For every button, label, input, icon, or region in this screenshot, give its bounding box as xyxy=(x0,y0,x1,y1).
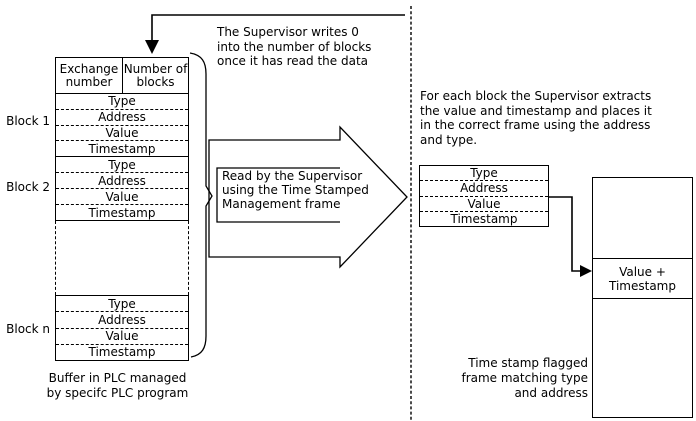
extract-table: Type Address Value Timestamp xyxy=(419,165,549,227)
arrow-label-line: using the Time Stamped xyxy=(222,183,369,197)
note-line: and address xyxy=(514,386,588,400)
buffer-row: Timestamp xyxy=(56,140,188,156)
frame-box-line: Timestamp xyxy=(609,278,676,293)
timestamp-flagged-note: Time stamp flagged frame matching type a… xyxy=(425,356,588,401)
down-arrowhead-icon xyxy=(145,40,159,54)
frame-box-middle-cell: Value + Timestamp xyxy=(593,258,692,299)
buffer-row: Type xyxy=(108,296,136,311)
note-line: in the correct frame using the address xyxy=(420,118,651,132)
extract-row: Type xyxy=(470,166,498,181)
buffer-row: Address xyxy=(56,108,188,125)
number-of-blocks-cell: Number of blocks xyxy=(123,61,188,89)
note-line: The Supervisor writes 0 xyxy=(217,25,359,39)
top-return-arrow-line xyxy=(151,14,405,40)
exchange-number-cell: Exchange number xyxy=(56,58,123,93)
buffer-table: Exchange number Number of blocks Type Ad… xyxy=(55,57,189,361)
arrow-label-line: Read by the Supervisor xyxy=(222,169,363,183)
buffer-row: Type xyxy=(108,157,136,172)
buffer-table-header: Exchange number Number of blocks xyxy=(55,57,189,94)
buffer-row: Address xyxy=(56,172,188,188)
frame-box: Value + Timestamp xyxy=(592,177,693,418)
block-2-rows: Type Address Value Timestamp xyxy=(55,157,189,221)
big-arrow-label: Read by the Supervisor using the Time St… xyxy=(222,169,369,211)
extract-row: Value xyxy=(420,195,548,211)
block-n-label: Block n xyxy=(6,322,50,336)
block-2-label: Block 2 xyxy=(6,180,50,194)
frame-box-top-cell xyxy=(593,178,692,258)
buffer-row: Value xyxy=(56,327,188,344)
buffer-row: Value xyxy=(56,188,188,204)
connector-arrowhead-icon xyxy=(580,265,592,277)
extract-connector-line xyxy=(548,196,580,272)
block-1-rows: Type Address Value Timestamp xyxy=(55,94,189,157)
block-n-rows: Type Address Value Timestamp xyxy=(55,295,189,361)
note-line: frame matching type xyxy=(461,371,588,385)
supervisor-writes-note: The Supervisor writes 0 into the number … xyxy=(217,25,371,69)
buffer-row: Value xyxy=(56,124,188,141)
note-line: into the number of blocks xyxy=(217,39,372,54)
extract-row: Address xyxy=(420,180,548,195)
buffer-row: Address xyxy=(56,311,188,327)
buffer-row: Timestamp xyxy=(56,343,188,360)
note-line: Time stamp flagged xyxy=(468,356,588,370)
frame-box-line: Value + xyxy=(619,264,666,279)
note-line: once it has read the data xyxy=(217,54,368,68)
caption-line: Buffer in PLC managed xyxy=(48,371,187,385)
buffer-caption: Buffer in PLC managed by specifc PLC pro… xyxy=(35,371,200,401)
big-arrow-label-box xyxy=(216,167,340,223)
note-line: and type. xyxy=(420,132,478,147)
brace xyxy=(189,52,213,358)
arrow-label-line: Management frame xyxy=(222,197,341,211)
buffer-continuation-gap xyxy=(55,221,189,295)
buffer-row: Type xyxy=(108,94,136,109)
block-1-label: Block 1 xyxy=(6,114,50,128)
buffer-row: Timestamp xyxy=(56,204,188,220)
frame-box-bottom-cell xyxy=(593,299,692,417)
caption-line: by specifc PLC program xyxy=(46,386,189,400)
note-line: For each block the Supervisor extracts xyxy=(420,89,652,103)
extract-row: Timestamp xyxy=(420,210,548,226)
note-line: the value and timestamp and places it xyxy=(420,103,652,118)
for-each-block-note: For each block the Supervisor extracts t… xyxy=(420,89,652,147)
